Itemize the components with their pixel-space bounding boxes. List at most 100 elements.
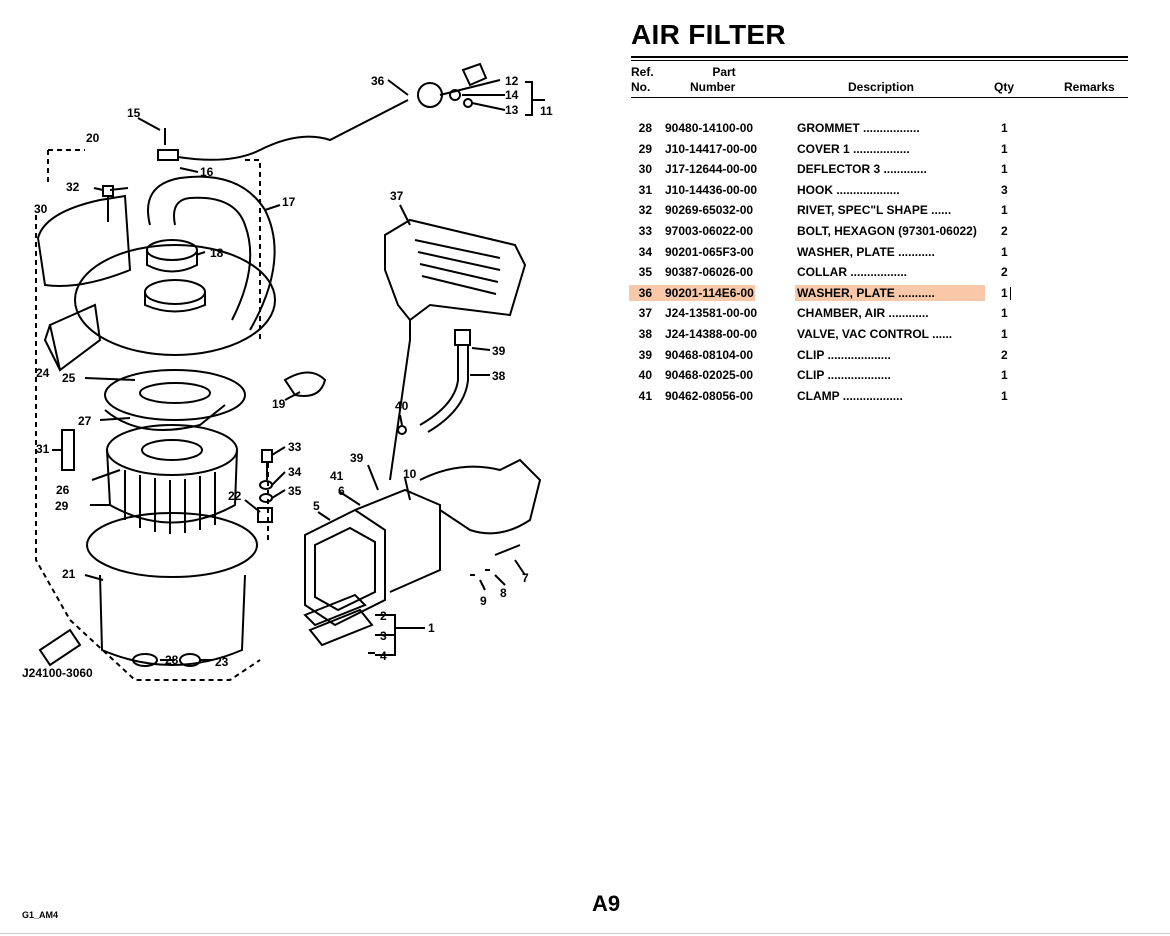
header-part-number: Number [690, 80, 736, 94]
cell-description: DEFLECTOR 3 ............. [797, 162, 927, 177]
svg-text:6: 6 [338, 484, 345, 498]
svg-text:34: 34 [288, 465, 302, 479]
svg-text:J24100-3060: J24100-3060 [22, 666, 93, 680]
cell-part-number: 97003-06022-00 [665, 224, 754, 238]
header-qty: Qty [994, 80, 1015, 94]
header-description: Description [848, 80, 915, 94]
cell-ref: 39 [638, 347, 652, 362]
cell-ref: 35 [638, 265, 652, 280]
cell-description: GROMMET ................. [797, 121, 920, 135]
svg-text:8: 8 [500, 586, 507, 600]
svg-text:4: 4 [380, 649, 387, 663]
cell-qty: 1 [1001, 121, 1008, 135]
header-remarks: Remarks [1064, 80, 1115, 94]
cell-qty: 1 [1001, 141, 1008, 156]
cell-qty: 1 [1001, 203, 1008, 218]
cell-ref: 34 [638, 244, 652, 259]
table-row: 40 90468-02025-00 CLIP ...................… [631, 365, 1128, 385]
cell-description: BOLT, HEXAGON (97301-06022) [797, 224, 977, 238]
cell-part-number: 90201-114E6-00 [665, 285, 754, 300]
cell-ref: 38 [638, 327, 652, 341]
svg-text:13: 13 [505, 103, 519, 117]
header-part: Part [712, 65, 736, 79]
footer-code: G1_AM4 [22, 910, 59, 920]
svg-text:21: 21 [62, 567, 76, 581]
cell-part-number: 90468-02025-00 [665, 368, 754, 383]
svg-text:15: 15 [127, 106, 141, 120]
svg-text:35: 35 [288, 484, 302, 498]
cell-part-number: 90201-065F3-00 [665, 244, 754, 259]
svg-text:23: 23 [215, 655, 229, 669]
svg-text:25: 25 [62, 371, 76, 385]
cell-ref: 36 [638, 285, 652, 300]
cell-qty: 1 [1001, 285, 1008, 300]
cell-description: RIVET, SPEC"L SHAPE ...... [797, 203, 952, 218]
cell-qty: 1 [1001, 368, 1008, 383]
svg-text:20: 20 [86, 131, 100, 145]
svg-text:17: 17 [282, 195, 296, 209]
svg-text:29: 29 [55, 499, 69, 513]
svg-text:18: 18 [210, 246, 224, 260]
cell-description: COLLAR ................. [797, 265, 908, 280]
cell-description: WASHER, PLATE ........... [797, 244, 935, 259]
cell-ref: 32 [638, 203, 652, 218]
svg-text:24: 24 [36, 366, 50, 380]
cell-part-number: J24-13581-00-00 [665, 306, 758, 321]
svg-text:28: 28 [165, 653, 179, 667]
cell-part-number: 90462-08056-00 [665, 388, 754, 403]
cell-ref: 29 [638, 141, 652, 156]
cell-qty: 1 [1001, 244, 1008, 259]
table-row: 38 J24-14388-00-00 VALVE, VAC CONTROL ....… [631, 324, 1128, 344]
cell-qty: 1 [1001, 327, 1008, 341]
page-number: A9 [592, 891, 621, 916]
svg-text:5: 5 [313, 499, 320, 513]
svg-text:33: 33 [288, 440, 302, 454]
cell-description: COVER 1 ................. [797, 141, 910, 156]
row-highlight-desc [795, 284, 985, 301]
cell-ref: 37 [638, 306, 652, 321]
header-ref: Ref. No. [631, 65, 654, 94]
svg-text:10: 10 [403, 467, 417, 481]
svg-text:30: 30 [34, 202, 48, 216]
page-title: AIR FILTER [631, 19, 786, 50]
svg-text:32: 32 [66, 180, 80, 194]
svg-text:31: 31 [36, 442, 50, 456]
svg-text:3: 3 [380, 629, 387, 643]
cell-part-number: J17-12644-00-00 [665, 162, 758, 177]
cell-qty: 1 [1001, 388, 1008, 403]
cell-ref: 28 [638, 121, 652, 135]
text-cursor [1010, 286, 1011, 300]
cell-ref: 41 [638, 388, 652, 403]
svg-text:19: 19 [272, 397, 286, 411]
cell-ref: 33 [638, 224, 652, 238]
svg-text:38: 38 [492, 369, 506, 383]
cell-qty: 1 [1001, 162, 1008, 177]
cell-part-number: J24-14388-00-00 [665, 327, 758, 341]
cell-description: VALVE, VAC CONTROL ...... [797, 327, 953, 341]
table-row: 34 90201-065F3-00 WASHER, PLATE ..........… [631, 242, 1128, 262]
cell-qty: 2 [1001, 224, 1008, 238]
svg-text:2: 2 [380, 609, 387, 623]
row-highlight-part [629, 284, 755, 301]
cell-description: CLIP ................... [797, 368, 891, 383]
cell-description: CLIP ................... [797, 347, 891, 362]
cell-qty: 3 [1001, 182, 1008, 197]
svg-text:22: 22 [228, 489, 242, 503]
svg-text:36: 36 [371, 74, 385, 88]
cell-description: HOOK ................... [797, 182, 900, 197]
svg-text:12: 12 [505, 74, 519, 88]
cell-ref: 40 [638, 368, 652, 383]
page-bottom-border [0, 933, 1170, 934]
cell-qty: 2 [1001, 265, 1008, 280]
svg-text:27: 27 [78, 414, 92, 428]
svg-text:14: 14 [505, 88, 519, 102]
